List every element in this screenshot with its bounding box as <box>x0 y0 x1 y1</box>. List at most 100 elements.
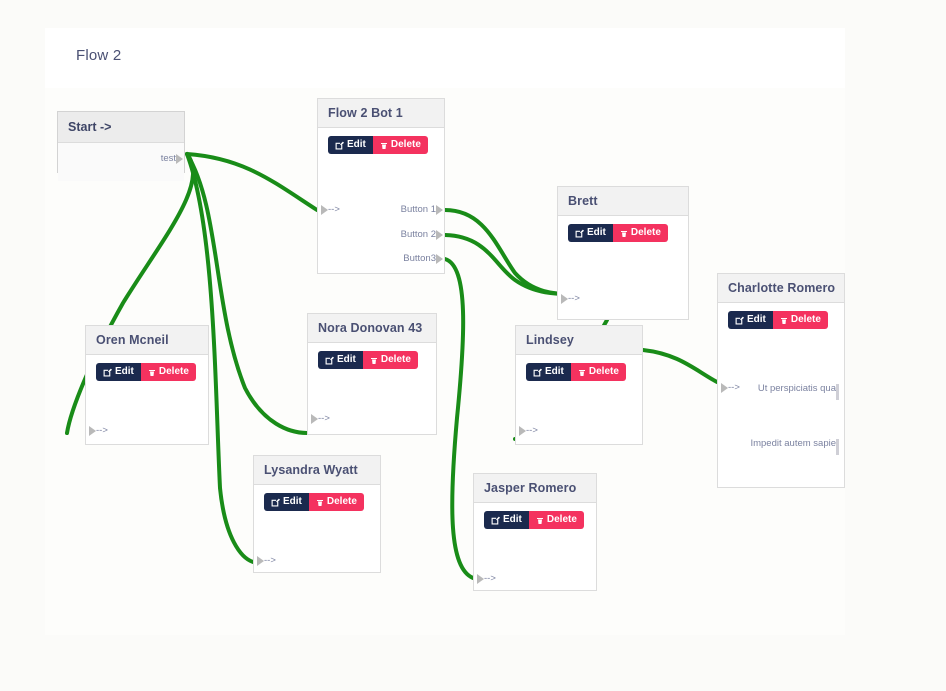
trash-icon <box>780 317 787 324</box>
node-nora[interactable]: Nora Donovan 43 Edit Delete <box>307 313 437 435</box>
handle-in-icon[interactable] <box>311 414 318 424</box>
edge-start-bot1 <box>185 152 319 212</box>
node-lysandra-body: Edit Delete --> <box>254 485 380 570</box>
edit-icon <box>533 368 542 376</box>
edit-icon <box>325 356 334 364</box>
node-brett-title: Brett <box>558 187 688 216</box>
trash-icon <box>620 230 627 237</box>
edit-button[interactable]: Edit <box>96 363 141 381</box>
handle-out-icon[interactable] <box>176 154 183 164</box>
handle-in-icon[interactable] <box>561 294 568 304</box>
node-bot1[interactable]: Flow 2 Bot 1 Edit Delete <box>317 98 445 274</box>
handle-out-icon[interactable] <box>436 230 443 240</box>
edge-start-lysandra <box>185 152 255 564</box>
node-oren-actions: Edit Delete <box>86 355 208 381</box>
port-start-test[interactable]: test <box>161 153 183 164</box>
port-in-oren[interactable]: --> <box>89 425 108 436</box>
node-nora-actions: Edit Delete <box>308 343 436 369</box>
port-out-button-1[interactable]: Button 1 <box>401 204 443 215</box>
handle-out-icon[interactable] <box>436 205 443 215</box>
node-charlotte-body: Edit Delete --> Ut perspiciatis qua <box>718 303 844 485</box>
delete-button[interactable]: Delete <box>140 363 196 381</box>
handle-in-icon[interactable] <box>257 556 264 566</box>
panel-header: Flow 2 <box>45 28 845 89</box>
port-out-charlotte-1[interactable]: Ut perspiciatis qua <box>750 382 839 400</box>
node-charlotte-actions: Edit Delete <box>718 303 844 329</box>
node-start[interactable]: Start -> test <box>57 111 185 181</box>
node-oren-title: Oren Mcneil <box>86 326 208 355</box>
handle-in-icon[interactable] <box>721 383 728 393</box>
port-in-lindsey[interactable]: --> <box>519 425 538 436</box>
edge-button1-brett <box>443 208 573 296</box>
handle-out-icon[interactable] <box>436 254 443 264</box>
edit-icon <box>271 498 280 506</box>
port-in-jasper[interactable]: --> <box>477 573 496 584</box>
edge-start-oren <box>65 152 195 435</box>
port-out-button-2[interactable]: Button 2 <box>401 229 443 240</box>
node-nora-title: Nora Donovan 43 <box>308 314 436 343</box>
edit-button[interactable]: Edit <box>264 493 309 511</box>
node-start-title: Start -> <box>58 112 184 143</box>
delete-button[interactable]: Delete <box>772 311 828 329</box>
handle-in-icon[interactable] <box>477 574 484 584</box>
node-lindsey-body: Edit Delete --> <box>516 355 642 442</box>
port-in-brett[interactable]: --> <box>561 293 580 304</box>
port-out-button-3[interactable]: Button3 <box>403 253 443 264</box>
port-out-charlotte-2[interactable]: Impedit autem sapie <box>750 437 839 455</box>
edit-button[interactable]: Edit <box>526 363 571 381</box>
page-title: Flow 2 <box>76 47 122 64</box>
node-jasper[interactable]: Jasper Romero Edit Delete <box>473 473 597 591</box>
trash-icon <box>370 357 377 364</box>
handle-in-icon[interactable] <box>519 426 526 436</box>
node-bot1-actions: Edit Delete <box>318 128 444 154</box>
flow-canvas[interactable]: Start -> test Flow 2 Bot 1 Edit <box>45 88 845 635</box>
edit-icon <box>735 316 744 324</box>
node-bot1-body: Edit Delete --> Button 1 <box>318 128 444 271</box>
node-oren-body: Edit Delete --> <box>86 355 208 442</box>
edit-button[interactable]: Edit <box>328 136 373 154</box>
handle-out-icon[interactable] <box>836 384 839 400</box>
port-in-charlotte[interactable]: --> <box>721 382 740 393</box>
edit-button[interactable]: Edit <box>484 511 529 529</box>
edge-start-nora <box>185 152 309 435</box>
edit-icon <box>335 141 344 149</box>
node-lindsey[interactable]: Lindsey Edit Delete <box>515 325 643 445</box>
handle-out-icon[interactable] <box>836 439 839 455</box>
edit-button[interactable]: Edit <box>318 351 363 369</box>
delete-button[interactable]: Delete <box>372 136 428 154</box>
node-lysandra-actions: Edit Delete <box>254 485 380 511</box>
edge-layer <box>65 152 719 580</box>
node-oren[interactable]: Oren Mcneil Edit Delete <box>85 325 209 445</box>
delete-button[interactable]: Delete <box>528 511 584 529</box>
port-in-lysandra[interactable]: --> <box>257 555 276 566</box>
node-lysandra[interactable]: Lysandra Wyatt Edit Delete <box>253 455 381 573</box>
trash-icon <box>536 517 543 524</box>
edit-icon <box>103 368 112 376</box>
edge-button3-jasper <box>443 257 475 580</box>
port-in-nora[interactable]: --> <box>311 413 330 424</box>
delete-button[interactable]: Delete <box>612 224 668 242</box>
delete-button[interactable]: Delete <box>308 493 364 511</box>
port-in-bot1[interactable]: --> <box>321 204 340 215</box>
node-lindsey-title: Lindsey <box>516 326 642 355</box>
delete-button[interactable]: Delete <box>570 363 626 381</box>
edit-icon <box>575 229 584 237</box>
delete-button[interactable]: Delete <box>362 351 418 369</box>
node-charlotte[interactable]: Charlotte Romero Edit Delete <box>717 273 845 488</box>
handle-in-icon[interactable] <box>89 426 96 436</box>
node-start-body: test <box>58 143 184 181</box>
node-nora-body: Edit Delete --> <box>308 343 436 432</box>
handle-in-icon[interactable] <box>321 205 328 215</box>
node-brett[interactable]: Brett Edit Delete <box>557 186 689 320</box>
edge-lindsey-charlotte <box>641 348 719 384</box>
node-jasper-body: Edit Delete --> <box>474 503 596 588</box>
edge-button2-brett <box>443 233 573 296</box>
edit-button[interactable]: Edit <box>568 224 613 242</box>
edit-button[interactable]: Edit <box>728 311 773 329</box>
edit-icon <box>491 516 500 524</box>
node-jasper-title: Jasper Romero <box>474 474 596 503</box>
trash-icon <box>578 369 585 376</box>
node-brett-actions: Edit Delete <box>558 216 688 242</box>
trash-icon <box>148 369 155 376</box>
